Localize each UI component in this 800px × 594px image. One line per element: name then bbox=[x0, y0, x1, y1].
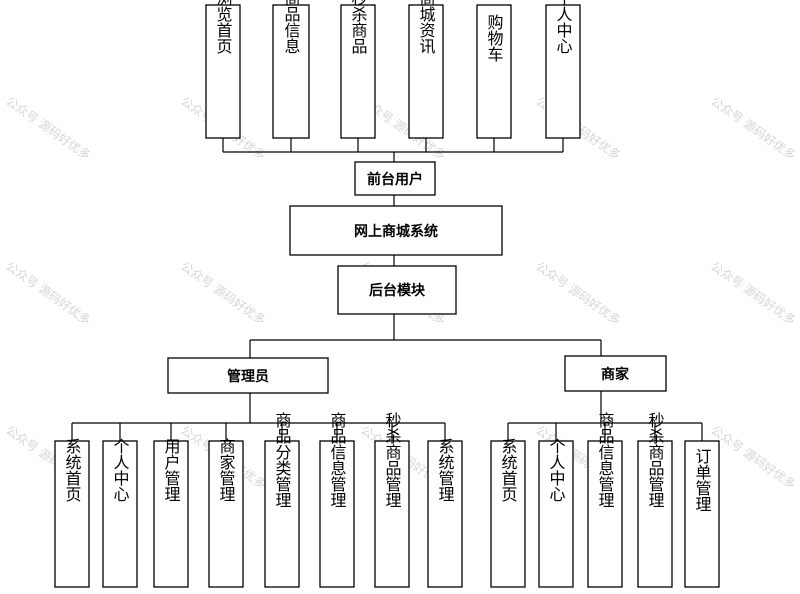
node-label: 网上商城系统 bbox=[354, 223, 438, 240]
frontend-module-browse-home: 浏览首页 bbox=[205, 0, 241, 139]
node-label: 管理员 bbox=[227, 368, 269, 385]
module-label: 商家管理 bbox=[217, 438, 236, 502]
module-label: 购物车 bbox=[485, 14, 504, 62]
module-label: 个人中心 bbox=[554, 0, 573, 54]
module-label: 秒杀商品管理 bbox=[383, 412, 402, 508]
watermark: 公众号 源码好优多 bbox=[708, 259, 798, 328]
node-label: 前台用户 bbox=[367, 171, 423, 188]
module-label: 系统管理 bbox=[436, 438, 455, 502]
admin-node: 管理员 bbox=[167, 357, 329, 394]
watermark: 公众号 源码好优多 bbox=[533, 259, 623, 328]
frontend-module-personal-center: 个人中心 bbox=[545, 0, 581, 139]
merchant-module-flash-sale-management: 秒杀商品管理 bbox=[637, 412, 673, 588]
watermark: 公众号 源码好优多 bbox=[3, 259, 93, 328]
module-label: 商品信息 bbox=[282, 0, 301, 54]
frontend-module-mall-news: 商城资讯 bbox=[408, 0, 444, 139]
node-label: 商家 bbox=[601, 366, 630, 383]
merchant-module-system-home: 系统首页 bbox=[490, 438, 526, 588]
merchant-module-product-info-management: 商品信息管理 bbox=[587, 412, 623, 588]
merchant-modules: 系统首页 个人中心 商品信息管理 秒杀商品管理 订单管理 bbox=[490, 412, 720, 588]
module-label: 个人中心 bbox=[547, 438, 566, 502]
frontend-module-cart: 购物车 bbox=[476, 4, 512, 139]
admin-module-system-home: 系统首页 bbox=[54, 438, 90, 588]
node-label: 后台模块 bbox=[369, 282, 426, 299]
watermark: 公众号 源码好优多 bbox=[3, 94, 93, 163]
merchant-node: 商家 bbox=[564, 355, 667, 392]
admin-module-merchant-management: 商家管理 bbox=[208, 438, 244, 588]
module-label: 系统首页 bbox=[499, 438, 518, 502]
module-label: 秒杀商品 bbox=[349, 0, 368, 54]
module-label: 商品信息管理 bbox=[596, 412, 615, 508]
merchant-module-order-management: 订单管理 bbox=[684, 440, 720, 588]
system-node: 网上商城系统 bbox=[289, 205, 503, 256]
admin-module-personal-center: 个人中心 bbox=[102, 438, 138, 588]
admin-module-flash-sale-management: 秒杀商品管理 bbox=[374, 412, 410, 588]
module-label: 系统首页 bbox=[63, 438, 82, 502]
admin-module-user-management: 用户管理 bbox=[153, 438, 189, 588]
connector-lines bbox=[71, 138, 703, 441]
admin-module-system-management: 系统管理 bbox=[427, 438, 463, 588]
frontend-module-product-info: 商品信息 bbox=[272, 0, 310, 139]
admin-modules: 系统首页 个人中心 用户管理 商家管理 商品分类管理 商品信息管理 秒杀商品管理 bbox=[54, 412, 463, 588]
watermark: 公众号 源码好优多 bbox=[708, 94, 798, 163]
frontend-modules: 浏览首页 商品信息 秒杀商品 商城资讯 购物车 个人中心 bbox=[205, 0, 581, 139]
module-label: 订单管理 bbox=[693, 448, 712, 512]
merchant-module-personal-center: 个人中心 bbox=[538, 438, 574, 588]
module-label: 秒杀商品管理 bbox=[646, 412, 665, 508]
module-label: 商城资讯 bbox=[417, 0, 436, 55]
watermark: 公众号 源码好优多 bbox=[708, 423, 798, 492]
module-label: 商品分类管理 bbox=[273, 412, 292, 508]
admin-module-category-management: 商品分类管理 bbox=[264, 412, 300, 588]
admin-module-product-info-management: 商品信息管理 bbox=[319, 412, 355, 588]
backend-node: 后台模块 bbox=[337, 265, 457, 315]
module-label: 商品信息管理 bbox=[328, 412, 347, 508]
module-label: 个人中心 bbox=[111, 438, 130, 502]
watermark: 公众号 源码好优多 bbox=[178, 259, 268, 328]
module-label: 用户管理 bbox=[162, 438, 181, 502]
frontend-user-node: 前台用户 bbox=[354, 161, 436, 196]
module-label: 浏览首页 bbox=[214, 0, 233, 54]
frontend-module-flash-sale: 秒杀商品 bbox=[340, 0, 376, 139]
